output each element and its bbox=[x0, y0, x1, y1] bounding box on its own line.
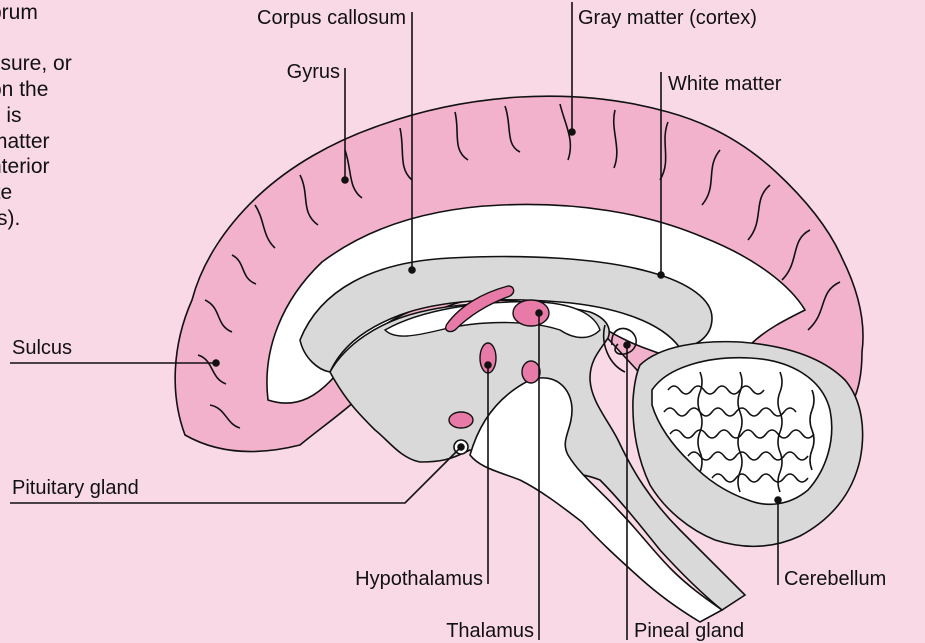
label-sulcus: Sulcus bbox=[12, 337, 72, 359]
label-white-matter: White matter bbox=[668, 73, 782, 95]
label-pineal-gland: Pineal gland bbox=[634, 620, 744, 642]
label-pituitary-gland: Pituitary gland bbox=[12, 477, 139, 499]
label-gray-matter: Gray matter (cortex) bbox=[578, 7, 757, 29]
optic-chiasm-shape bbox=[449, 412, 473, 428]
label-cerebellum: Cerebellum bbox=[784, 568, 886, 590]
mammillary-body-shape bbox=[522, 361, 540, 383]
label-thalamus: Thalamus bbox=[446, 620, 534, 642]
label-hypothalamus: Hypothalamus bbox=[355, 568, 483, 590]
label-gyrus: Gyrus bbox=[287, 61, 340, 83]
label-corpus-callosum: Corpus callosum bbox=[257, 7, 406, 29]
thalamus-shape bbox=[513, 300, 549, 326]
